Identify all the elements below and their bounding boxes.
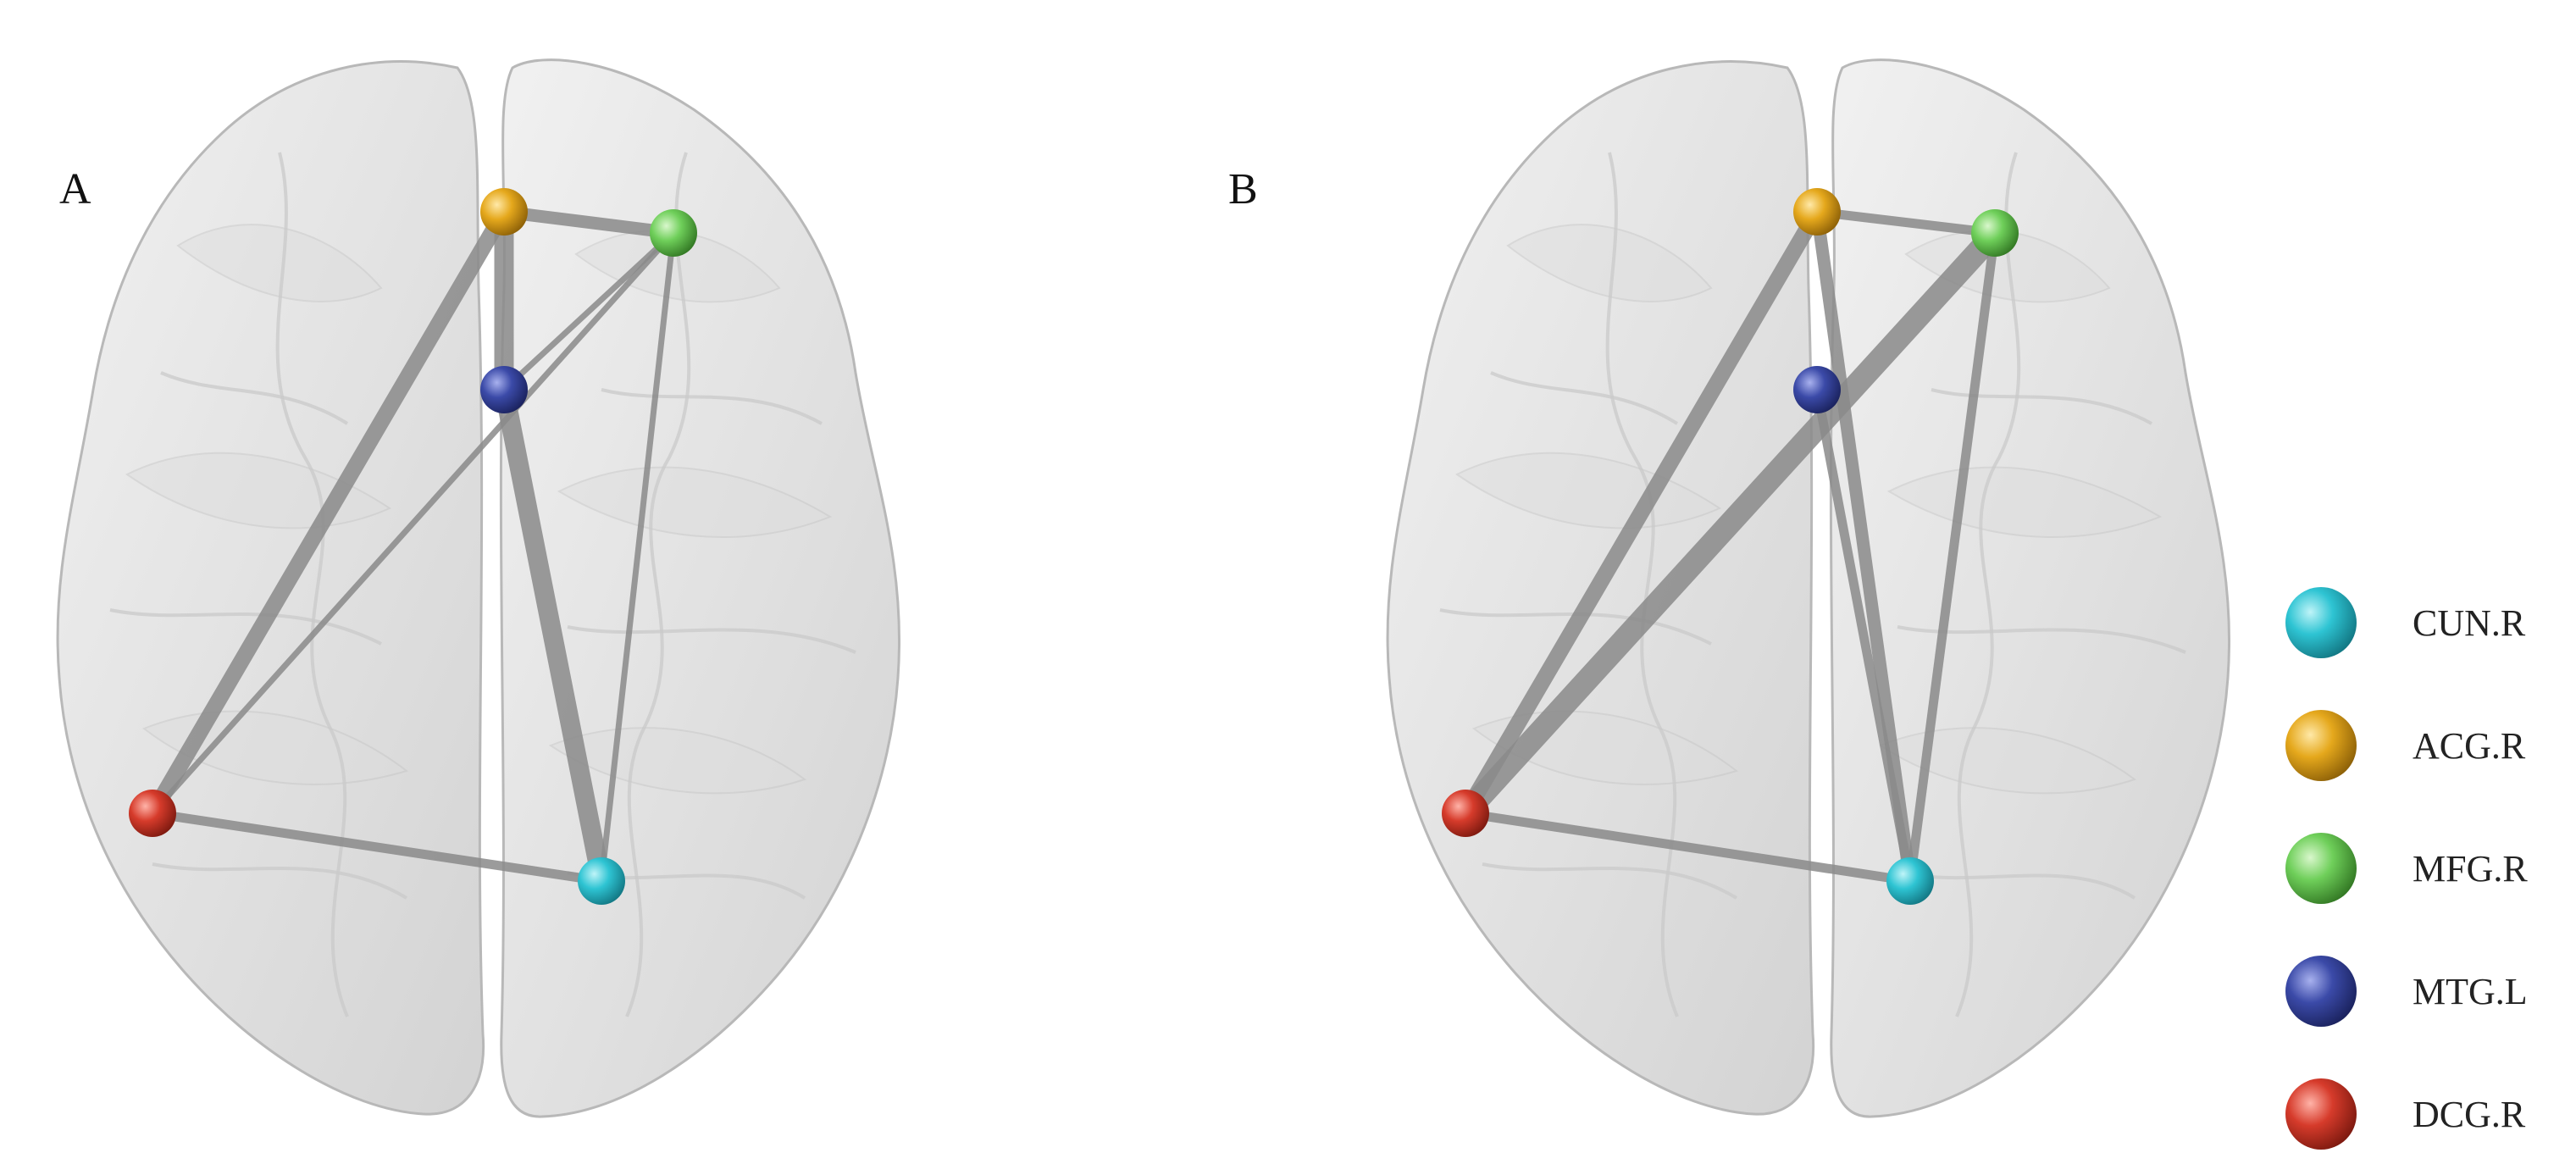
legend-label-acg-r: ACG.R bbox=[2413, 725, 2526, 767]
edge-mfg-r-cun-r bbox=[1905, 228, 2000, 886]
nodes-a bbox=[129, 188, 697, 905]
edge-mfg-r-dcg-r bbox=[149, 230, 677, 817]
node-mfg-r bbox=[650, 209, 697, 257]
legend-swatch-mfg-r bbox=[2285, 833, 2357, 904]
edges-b bbox=[1454, 203, 2007, 888]
node-cun-r bbox=[1886, 857, 1934, 905]
edge-mtg-l-cun-r bbox=[1812, 385, 1915, 886]
legend-label-mtg-l: MTG.L bbox=[2413, 971, 2528, 1012]
node-acg-r bbox=[480, 188, 528, 236]
edge-mfg-r-cun-r bbox=[598, 230, 677, 884]
edges-a bbox=[144, 202, 680, 891]
legend-swatch-mtg-l bbox=[2285, 956, 2357, 1027]
panel-label-a: A bbox=[59, 165, 91, 213]
edge-mtg-l-cun-r bbox=[494, 380, 612, 891]
node-legend: CUN.R ACG.R MFG.R MTG.L DCG.R bbox=[2285, 587, 2528, 1150]
edge-dcg-r-cun-r bbox=[147, 808, 607, 886]
panel-b bbox=[1386, 58, 2231, 1119]
panel-a bbox=[56, 58, 901, 1119]
edge-mfg-r-mtg-l bbox=[501, 230, 677, 393]
edge-acg-r-dcg-r bbox=[1457, 203, 1825, 822]
node-dcg-r bbox=[1442, 790, 1489, 837]
edge-acg-r-dcg-r bbox=[144, 203, 512, 822]
edge-acg-r-mfg-r bbox=[497, 205, 680, 240]
legend-label-mfg-r: MFG.R bbox=[2413, 848, 2528, 890]
node-acg-r bbox=[1793, 188, 1841, 236]
node-mtg-l bbox=[480, 366, 528, 413]
edge-mfg-r-dcg-r bbox=[1454, 221, 2007, 825]
brain-render-a bbox=[56, 58, 901, 1119]
nodes-b bbox=[1442, 188, 2019, 905]
node-cun-r bbox=[578, 857, 625, 905]
edge-dcg-r-cun-r bbox=[1460, 808, 1915, 886]
panel-label-b: B bbox=[1228, 165, 1258, 213]
legend-label-cun-r: CUN.R bbox=[2413, 602, 2526, 644]
legend-label-dcg-r: DCG.R bbox=[2413, 1094, 2526, 1135]
node-dcg-r bbox=[129, 790, 176, 837]
edge-acg-r-mfg-r bbox=[1812, 207, 2000, 238]
legend-swatch-dcg-r bbox=[2285, 1078, 2357, 1150]
legend-swatch-cun-r bbox=[2285, 587, 2357, 658]
node-mfg-r bbox=[1971, 209, 2019, 257]
legend-swatch-acg-r bbox=[2285, 710, 2357, 781]
edge-acg-r-cun-r bbox=[1810, 205, 1917, 888]
node-mtg-l bbox=[1793, 366, 1841, 413]
